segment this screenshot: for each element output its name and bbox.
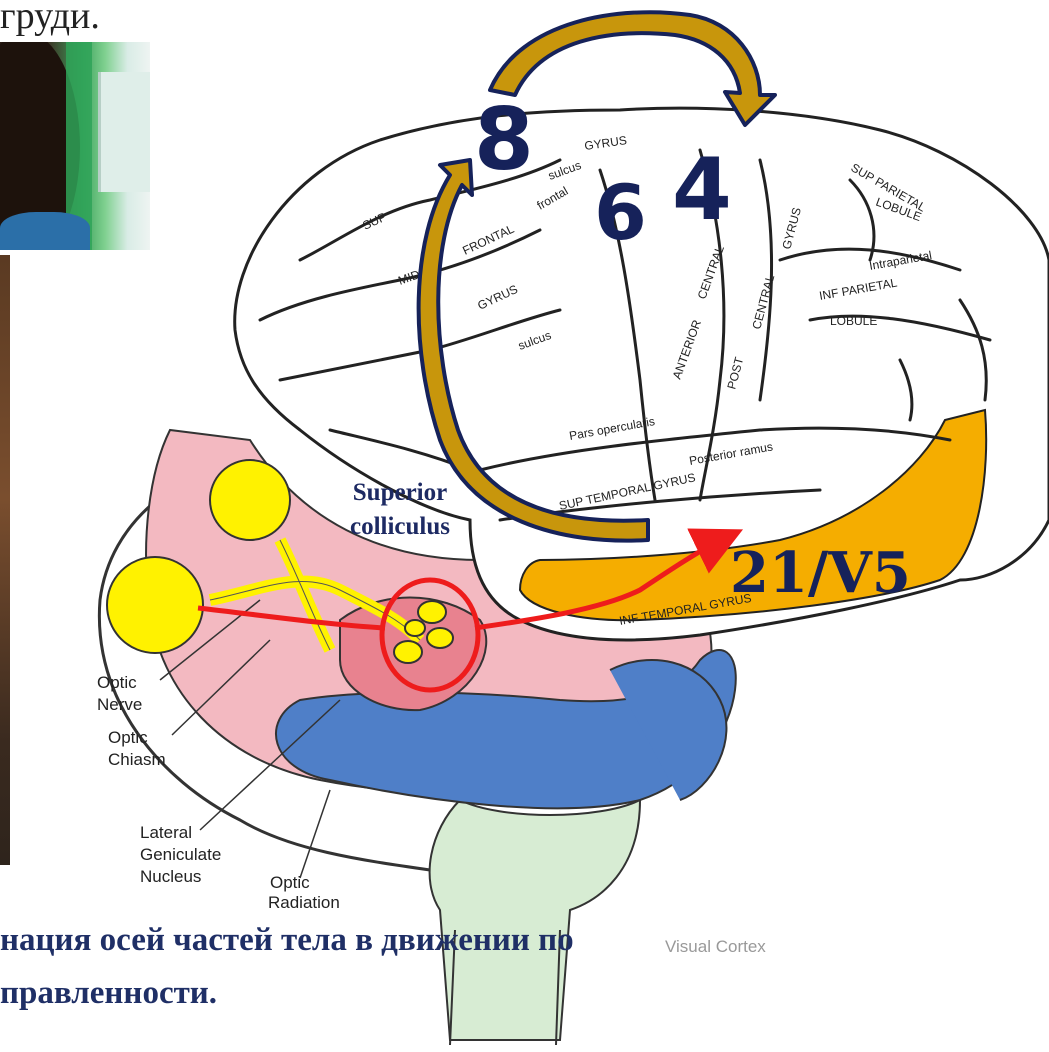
label-optic-chiasm-2: Chiasm xyxy=(108,750,166,769)
label-lobule2: LOBULE xyxy=(830,314,877,328)
superior-label-line2: colliculus xyxy=(300,510,500,544)
area-4-label: 4 xyxy=(672,140,732,240)
area-v5-label: 21/V5 xyxy=(730,540,911,606)
label-radiation-2: Radiation xyxy=(268,893,340,912)
bottom-caption-line2: правленности. xyxy=(0,975,217,1012)
label-lgn-3: Nucleus xyxy=(140,867,201,886)
label-radiation-1: Optic xyxy=(270,873,310,892)
superior-label-line1: Superior xyxy=(300,476,500,510)
area-8-label: 8 xyxy=(474,90,534,190)
label-lgn-2: Geniculate xyxy=(140,845,221,864)
label-visual-cortex: Visual Cortex xyxy=(665,937,766,956)
brainstem xyxy=(430,800,640,1040)
area-6-label: 6 xyxy=(594,168,647,257)
eye-left xyxy=(107,557,203,653)
superior-colliculus-label: Superior colliculus xyxy=(300,476,500,544)
bottom-caption-line1: нация осей частей тела в движении по xyxy=(0,922,574,959)
label-optic-nerve-1: Optic xyxy=(97,673,137,692)
eye-right xyxy=(210,460,290,540)
label-lgn-1: Lateral xyxy=(140,823,192,842)
label-optic-chiasm-1: Optic xyxy=(108,728,148,747)
label-optic-nerve-2: Nerve xyxy=(97,695,142,714)
